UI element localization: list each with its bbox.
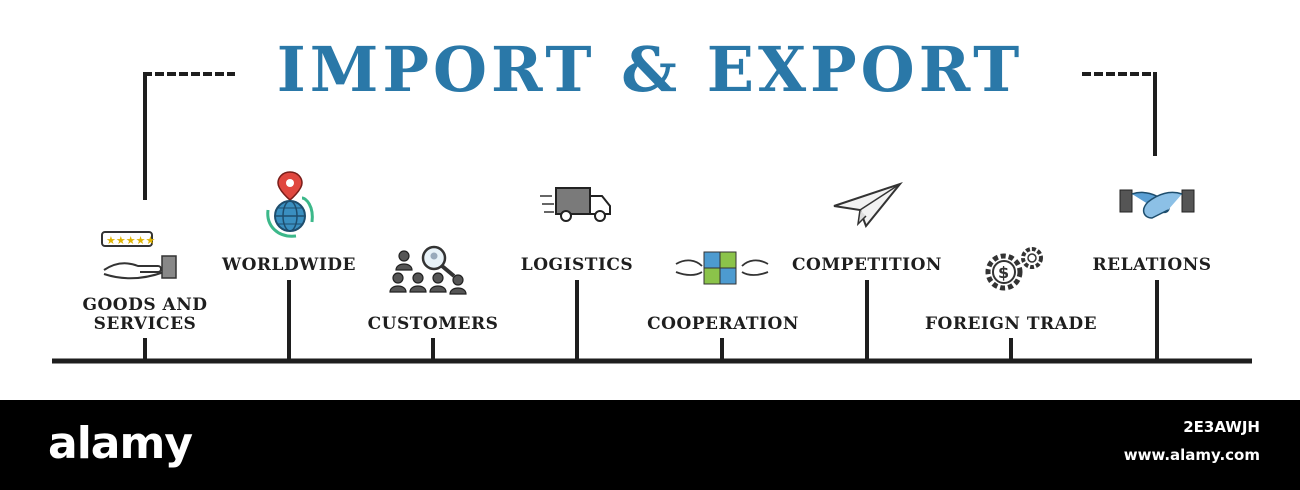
label-cooperation: COOPERATION — [647, 314, 799, 334]
handshake-icon — [1119, 189, 1195, 219]
delivery-truck-icon — [540, 187, 611, 222]
hands-puzzle-icon — [675, 251, 769, 285]
label-customers: CUSTOMERS — [367, 314, 499, 334]
page-title: IMPORT & EXPORT — [276, 33, 1024, 106]
gears-dollar-icon: $ — [985, 247, 1043, 291]
customers-magnifier-icon — [389, 245, 467, 295]
label-logistics: LOGISTICS — [520, 255, 634, 275]
svg-text:$: $ — [998, 263, 1009, 282]
label-goods-line1: GOODS AND — [82, 295, 208, 315]
svg-text:★★★★★: ★★★★★ — [106, 234, 155, 247]
label-goods-line2: SERVICES — [93, 314, 197, 334]
footer-bar: alamy 2E3AWJH www.alamy.com — [0, 400, 1300, 490]
globe-with-location-pin-icon — [266, 171, 314, 238]
label-goods-and-services: GOODS AND SERVICES — [55, 296, 235, 334]
label-worldwide: WORLDWIDE — [222, 255, 356, 275]
hand-with-star-rating-icon: ★★★★★ — [101, 231, 177, 280]
paper-plane-icon — [833, 181, 903, 228]
label-competition: COMPETITION — [792, 255, 942, 275]
site-url: www.alamy.com — [1123, 446, 1260, 464]
infographic: IMPORT & EXPORT ★★★★★ — [52, 33, 1252, 364]
timeline-lines — [52, 72, 1252, 364]
label-foreign-trade: FOREIGN TRADE — [924, 314, 1098, 334]
label-relations: RELATIONS — [1092, 255, 1212, 275]
image-id: 2E3AWJH — [1183, 418, 1260, 436]
brand-logo: alamy — [48, 418, 193, 469]
